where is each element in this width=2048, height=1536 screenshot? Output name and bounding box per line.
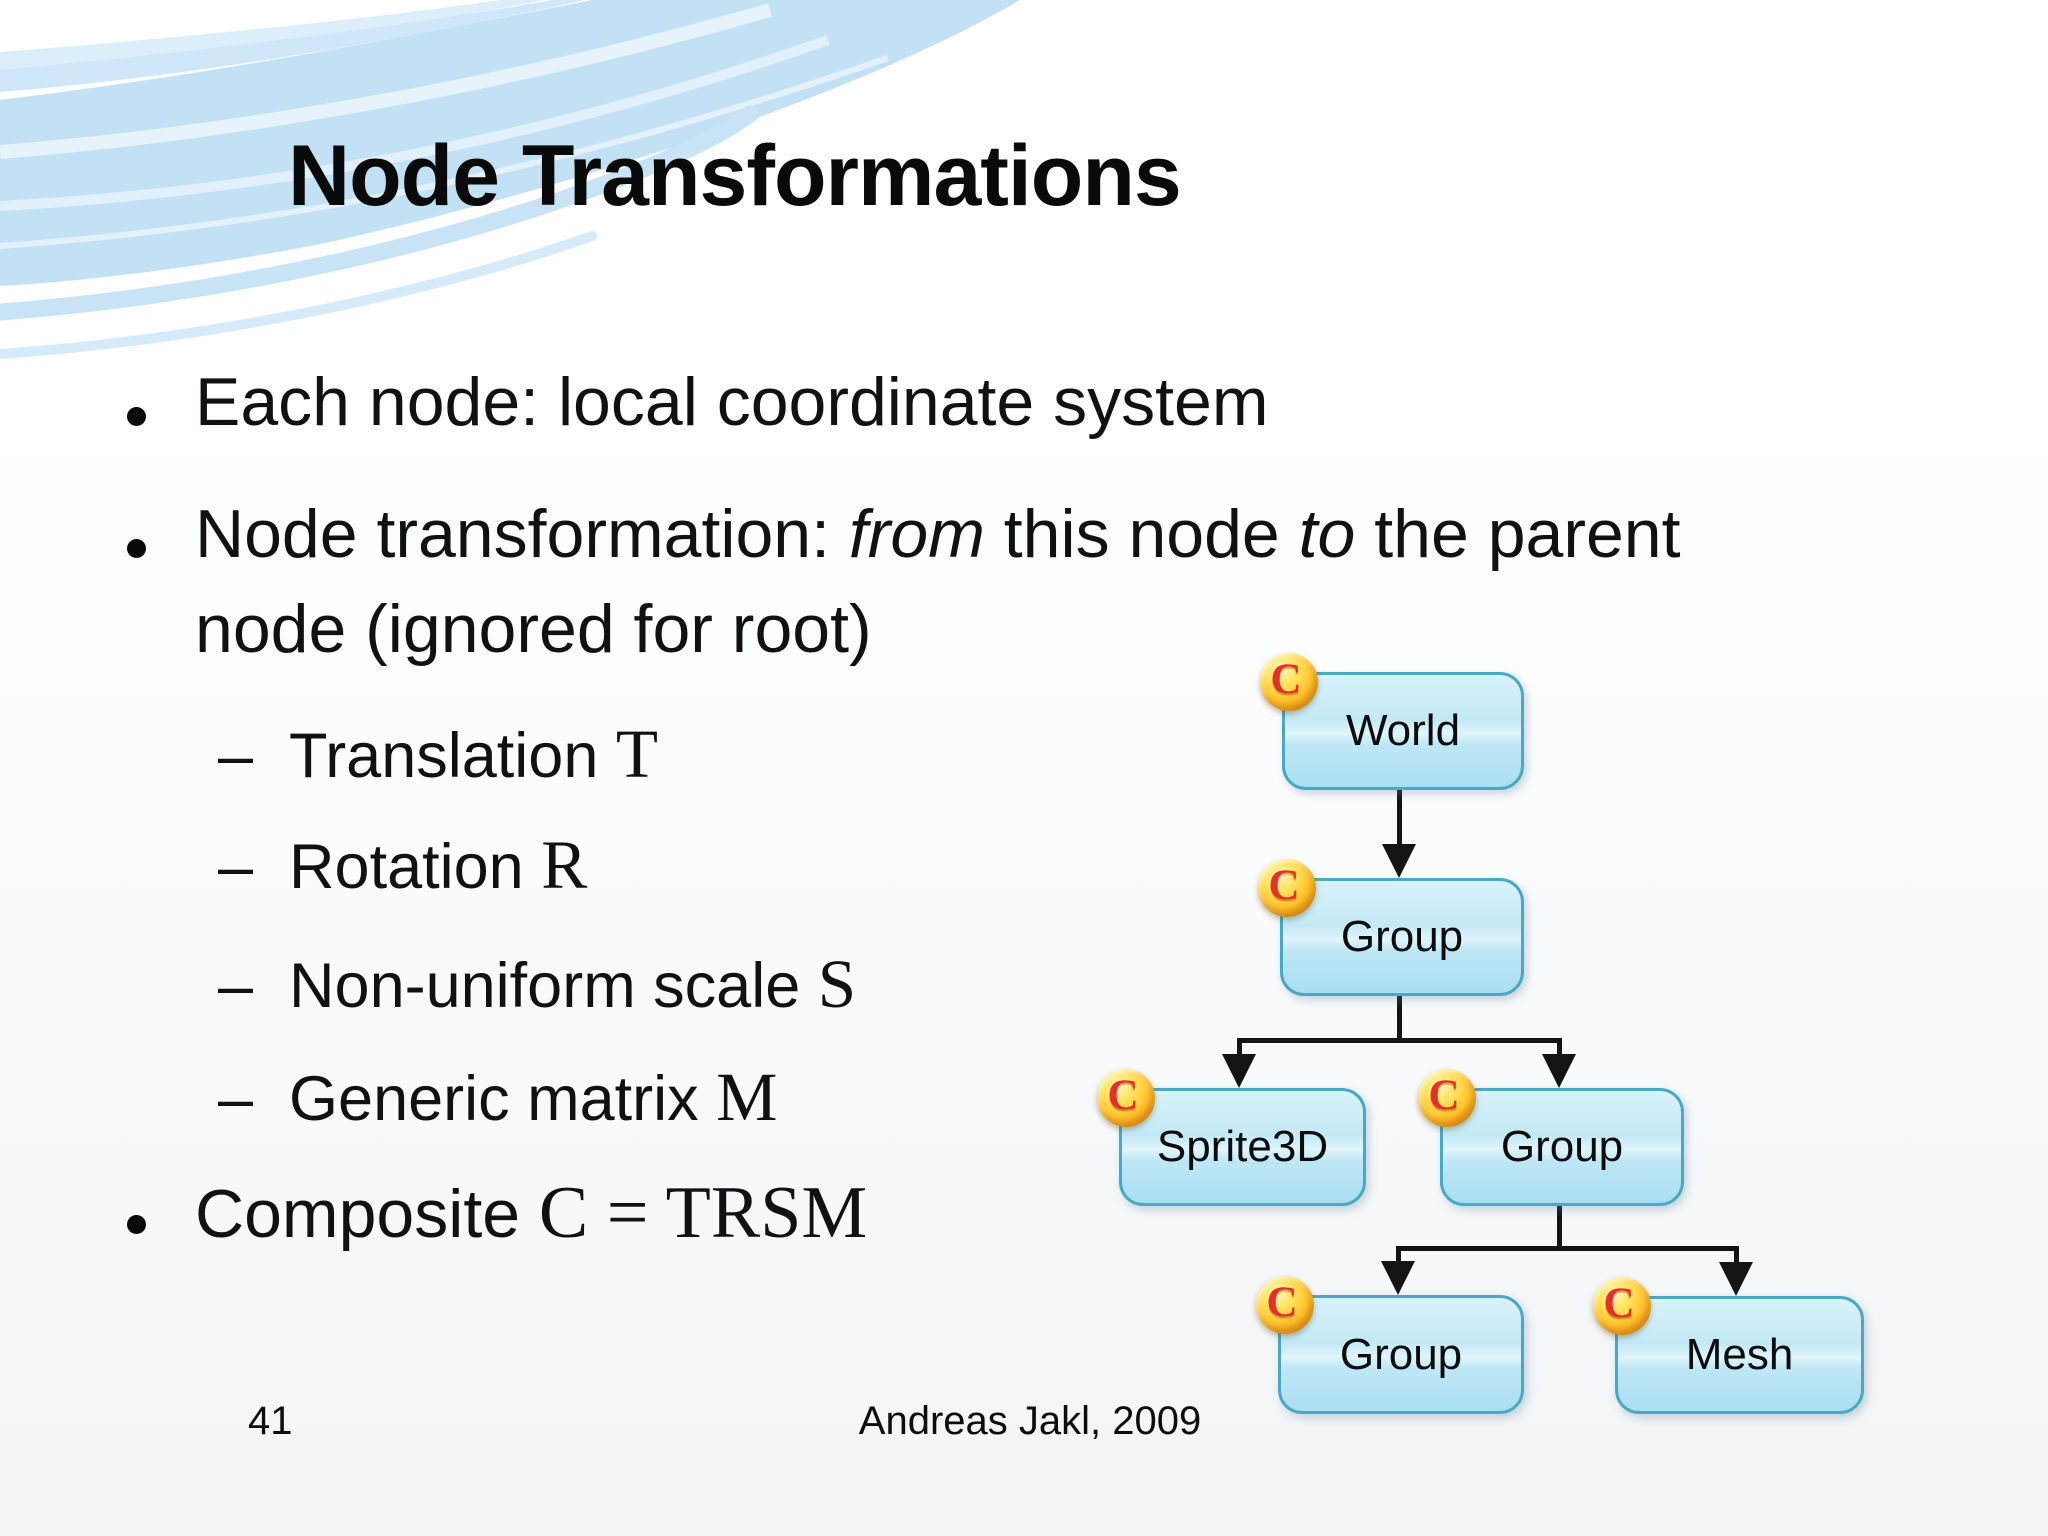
dash-bullet: –	[218, 951, 254, 1021]
formula-c-trsm: C = TRSM	[538, 1172, 868, 1254]
bullet-composite: Composite C = TRSM	[195, 1172, 868, 1254]
tree-node-sprite3d: C Sprite3D	[1097, 1069, 1366, 1206]
dash-bullet: –	[218, 1064, 254, 1134]
node-label: Group	[1340, 912, 1464, 961]
composite-badge-icon: C	[1256, 1276, 1314, 1334]
connector-horizontal-1	[1237, 1038, 1562, 1043]
connector-arm-sprite3d	[1237, 1038, 1242, 1060]
tree-node-group-l3: C Group	[1418, 1069, 1684, 1206]
composite-badge-icon: C	[1418, 1069, 1476, 1127]
swoosh-band-main	[0, 0, 1020, 286]
sub-bullet-translation: –Translation T	[218, 716, 659, 792]
sub-bullet-scale: –Non-uniform scale S	[218, 946, 857, 1022]
swoosh-arc-outer	[0, 0, 545, 72]
arrowhead-down-icon	[1222, 1054, 1256, 1088]
node-label: Mesh	[1685, 1330, 1794, 1379]
swoosh-decoration	[0, 0, 1020, 359]
composite-badge-icon: C	[1258, 859, 1316, 917]
symbol-S: S	[817, 946, 857, 1022]
connector-arm-group4	[1396, 1246, 1401, 1268]
arrowhead-down-icon	[1542, 1054, 1576, 1088]
bullet-dot	[127, 539, 146, 558]
bullet-node-transformation-line2: node (ignored for root)	[195, 591, 872, 667]
connector-world-group	[1397, 784, 1402, 850]
connector-arm-mesh	[1734, 1246, 1739, 1268]
tree-node-mesh: C Mesh	[1593, 1277, 1864, 1414]
arrowhead-down-icon	[1719, 1262, 1753, 1296]
composite-badge-icon: C	[1260, 653, 1318, 711]
connector-horizontal-2	[1396, 1246, 1739, 1251]
node-label: World	[1345, 706, 1461, 755]
slide-title: Node Transformations	[288, 128, 1182, 224]
composite-badge-icon: C	[1593, 1277, 1651, 1335]
emphasis-to: to	[1298, 496, 1356, 572]
tree-node-world: C World	[1260, 653, 1524, 790]
emphasis-from: from	[848, 496, 985, 572]
sub-bullet-matrix: –Generic matrix M	[218, 1059, 778, 1135]
dash-bullet: –	[218, 721, 254, 791]
dash-bullet: –	[218, 832, 254, 902]
connector-arm-group3	[1557, 1038, 1562, 1060]
symbol-M: M	[716, 1059, 778, 1135]
connector-group-stub	[1397, 990, 1402, 1041]
arrowhead-down-icon	[1382, 844, 1416, 878]
tree-node-group-l4: C Group	[1256, 1276, 1524, 1414]
swoosh-tail-2	[0, 231, 597, 359]
composite-badge-icon: C	[1097, 1069, 1155, 1127]
bullet-each-node: Each node: local coordinate system	[195, 364, 1269, 440]
connector-group3-stub	[1557, 1200, 1562, 1248]
tree-node-group-l2: C Group	[1258, 859, 1524, 996]
symbol-T: T	[615, 716, 659, 792]
bullet-dot	[127, 407, 146, 426]
page-number: 41	[248, 1399, 293, 1443]
sub-bullet-rotation: –Rotation R	[218, 827, 588, 903]
bullet-node-transformation-line1: Node transformation: from this node to t…	[195, 496, 1681, 572]
symbol-R: R	[541, 827, 588, 903]
bullet-dot	[127, 1215, 146, 1234]
swoosh-arc-upper	[0, 0, 585, 92]
swoosh-tail-1	[0, 105, 759, 321]
node-label: Group	[1500, 1122, 1624, 1171]
footer-credit: Andreas Jakl, 2009	[858, 1399, 1202, 1443]
node-label: Sprite3D	[1156, 1122, 1329, 1171]
node-label: Group	[1339, 1329, 1463, 1379]
arrowhead-down-icon	[1381, 1261, 1415, 1295]
